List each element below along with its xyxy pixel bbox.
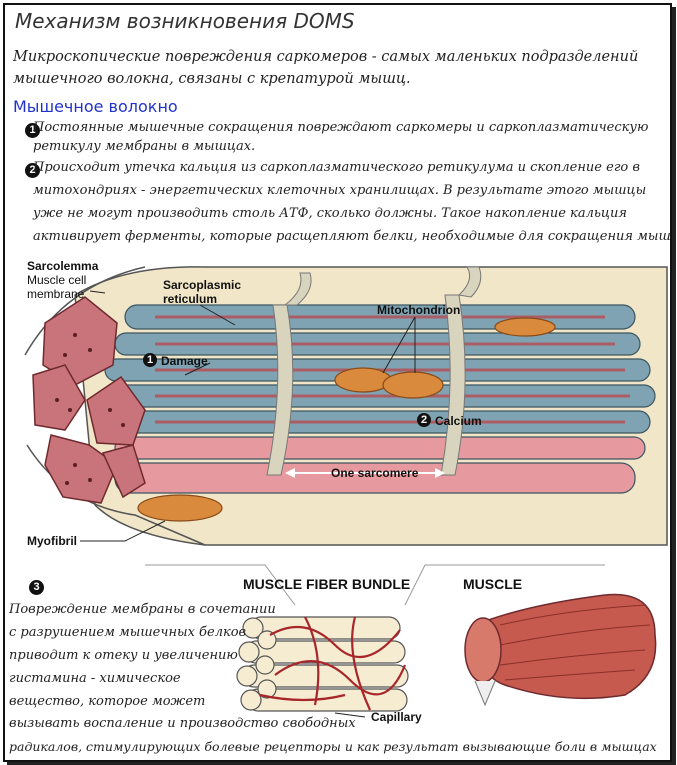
point-3-badge: 3: [29, 580, 44, 595]
label-reticulum: reticulum: [163, 292, 218, 306]
point-3-line-2: с разрушением мышечных белков: [9, 625, 247, 640]
point-3-line-1: Повреждение мембраны в сочетании: [9, 602, 276, 617]
label-damage: Damage: [161, 354, 208, 368]
label-myofibril: Myofibril: [27, 534, 77, 548]
point-2-badge: 2: [25, 163, 40, 178]
intro-line-1: Микроскопические повреждения саркомеров …: [13, 49, 639, 65]
label-calcium: Calcium: [435, 414, 482, 428]
point-3-line-6: вызывать воспаление и производство свобо…: [9, 716, 356, 731]
muscle-fiber-illustration: [24, 266, 668, 718]
point-1-badge: 1: [25, 123, 40, 138]
label-muscle-cell: Muscle cell: [27, 273, 87, 287]
point-2-line-4: активирует ферменты, которые расщепляют …: [33, 229, 672, 244]
point-3-line-3: приводит к отеку и увеличению: [9, 648, 238, 663]
label-muscle-title: MUSCLE: [463, 576, 523, 592]
calcium-badge: 2: [417, 413, 431, 427]
label-bundle-title: MUSCLE FIBER BUNDLE: [243, 576, 411, 592]
page-title: Механизм возникновения DOMS: [15, 9, 355, 33]
label-one-sarcomere: One sarcomere: [331, 466, 419, 480]
label-sarcoplasmic: Sarcoplasmic: [163, 278, 242, 292]
intro-line-2: мышечного волокна, связаны с крепатурой …: [13, 71, 411, 87]
label-sarcolemma: Sarcolemma: [27, 259, 99, 273]
damage-badge: 1: [143, 353, 157, 367]
point-3-line-4: гистамина - химическое: [9, 671, 181, 686]
label-capillary: Capillary: [371, 710, 422, 724]
infographic-frame: Механизм возникновения DOMS Микроскопиче…: [3, 3, 672, 762]
point-2-line-2: митохондриях - энергетических клеточных …: [33, 183, 647, 198]
label-mitochondrion: Mitochondrion: [377, 303, 461, 317]
point-1-line-2: ретикулу мембраны в мышцах.: [33, 139, 256, 154]
point-1-line-1: Постоянные мышечные сокращения повреждаю…: [33, 120, 649, 135]
point-3-line-5: вещество, которое может: [9, 694, 206, 709]
point-2-line-3: уже не могут производить столь АТФ, скол…: [33, 206, 627, 221]
point-3-line-7: радикалов, стимулирующих болевые рецепто…: [9, 739, 657, 754]
point-2-line-1: Происходит утечка кальция из саркоплазма…: [33, 160, 640, 175]
section-title: Мышечное волокно: [13, 97, 178, 116]
label-membrane: membrane: [27, 287, 85, 301]
